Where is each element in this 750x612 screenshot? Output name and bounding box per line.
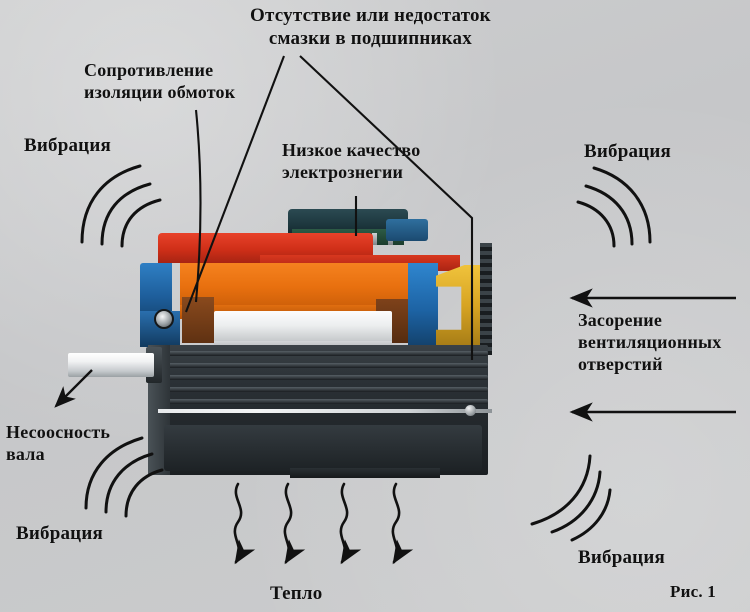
output-shaft: [68, 353, 154, 377]
cooling-fin: [162, 351, 488, 356]
label-winding-insulation: Сопротивление изоляции обмоток: [84, 60, 236, 102]
motor-body-lower: [164, 425, 482, 471]
label-vibration-bottom-left: Вибрация: [16, 523, 103, 544]
cooling-fin: [162, 375, 488, 380]
ventilation-grille: [480, 243, 492, 355]
right-end-bracket: [408, 263, 438, 349]
label-vibration-top-left: Вибрация: [24, 135, 111, 156]
fan-cowl: [436, 265, 482, 355]
label-power-quality: Низкое качество электрознегии: [282, 140, 421, 182]
motor-foot: [290, 468, 440, 478]
cooling-fin: [162, 363, 488, 368]
figure-caption: Рис. 1: [670, 582, 716, 601]
label-bearing-lubrication: Отсутствие или недостаток смазки в подши…: [250, 5, 491, 50]
stator-lamination-left: [182, 297, 214, 343]
label-heat: Тепло: [270, 583, 323, 604]
label-shaft-misalignment: Несоосность вала: [6, 422, 111, 464]
label-vibration-bottom-right: Вибрация: [578, 547, 665, 568]
body-bolt: [465, 405, 476, 416]
bearing: [154, 309, 174, 329]
cooling-fin: [162, 387, 488, 392]
label-vent-blockage: Засорение вентиляционных отверстий: [578, 310, 722, 374]
electric-motor-cutaway-illustration: [68, 209, 560, 478]
label-vibration-top-right: Вибрация: [584, 141, 671, 162]
terminal-cover: [386, 219, 428, 241]
body-highlight: [158, 409, 492, 413]
cooling-fin: [162, 399, 488, 404]
